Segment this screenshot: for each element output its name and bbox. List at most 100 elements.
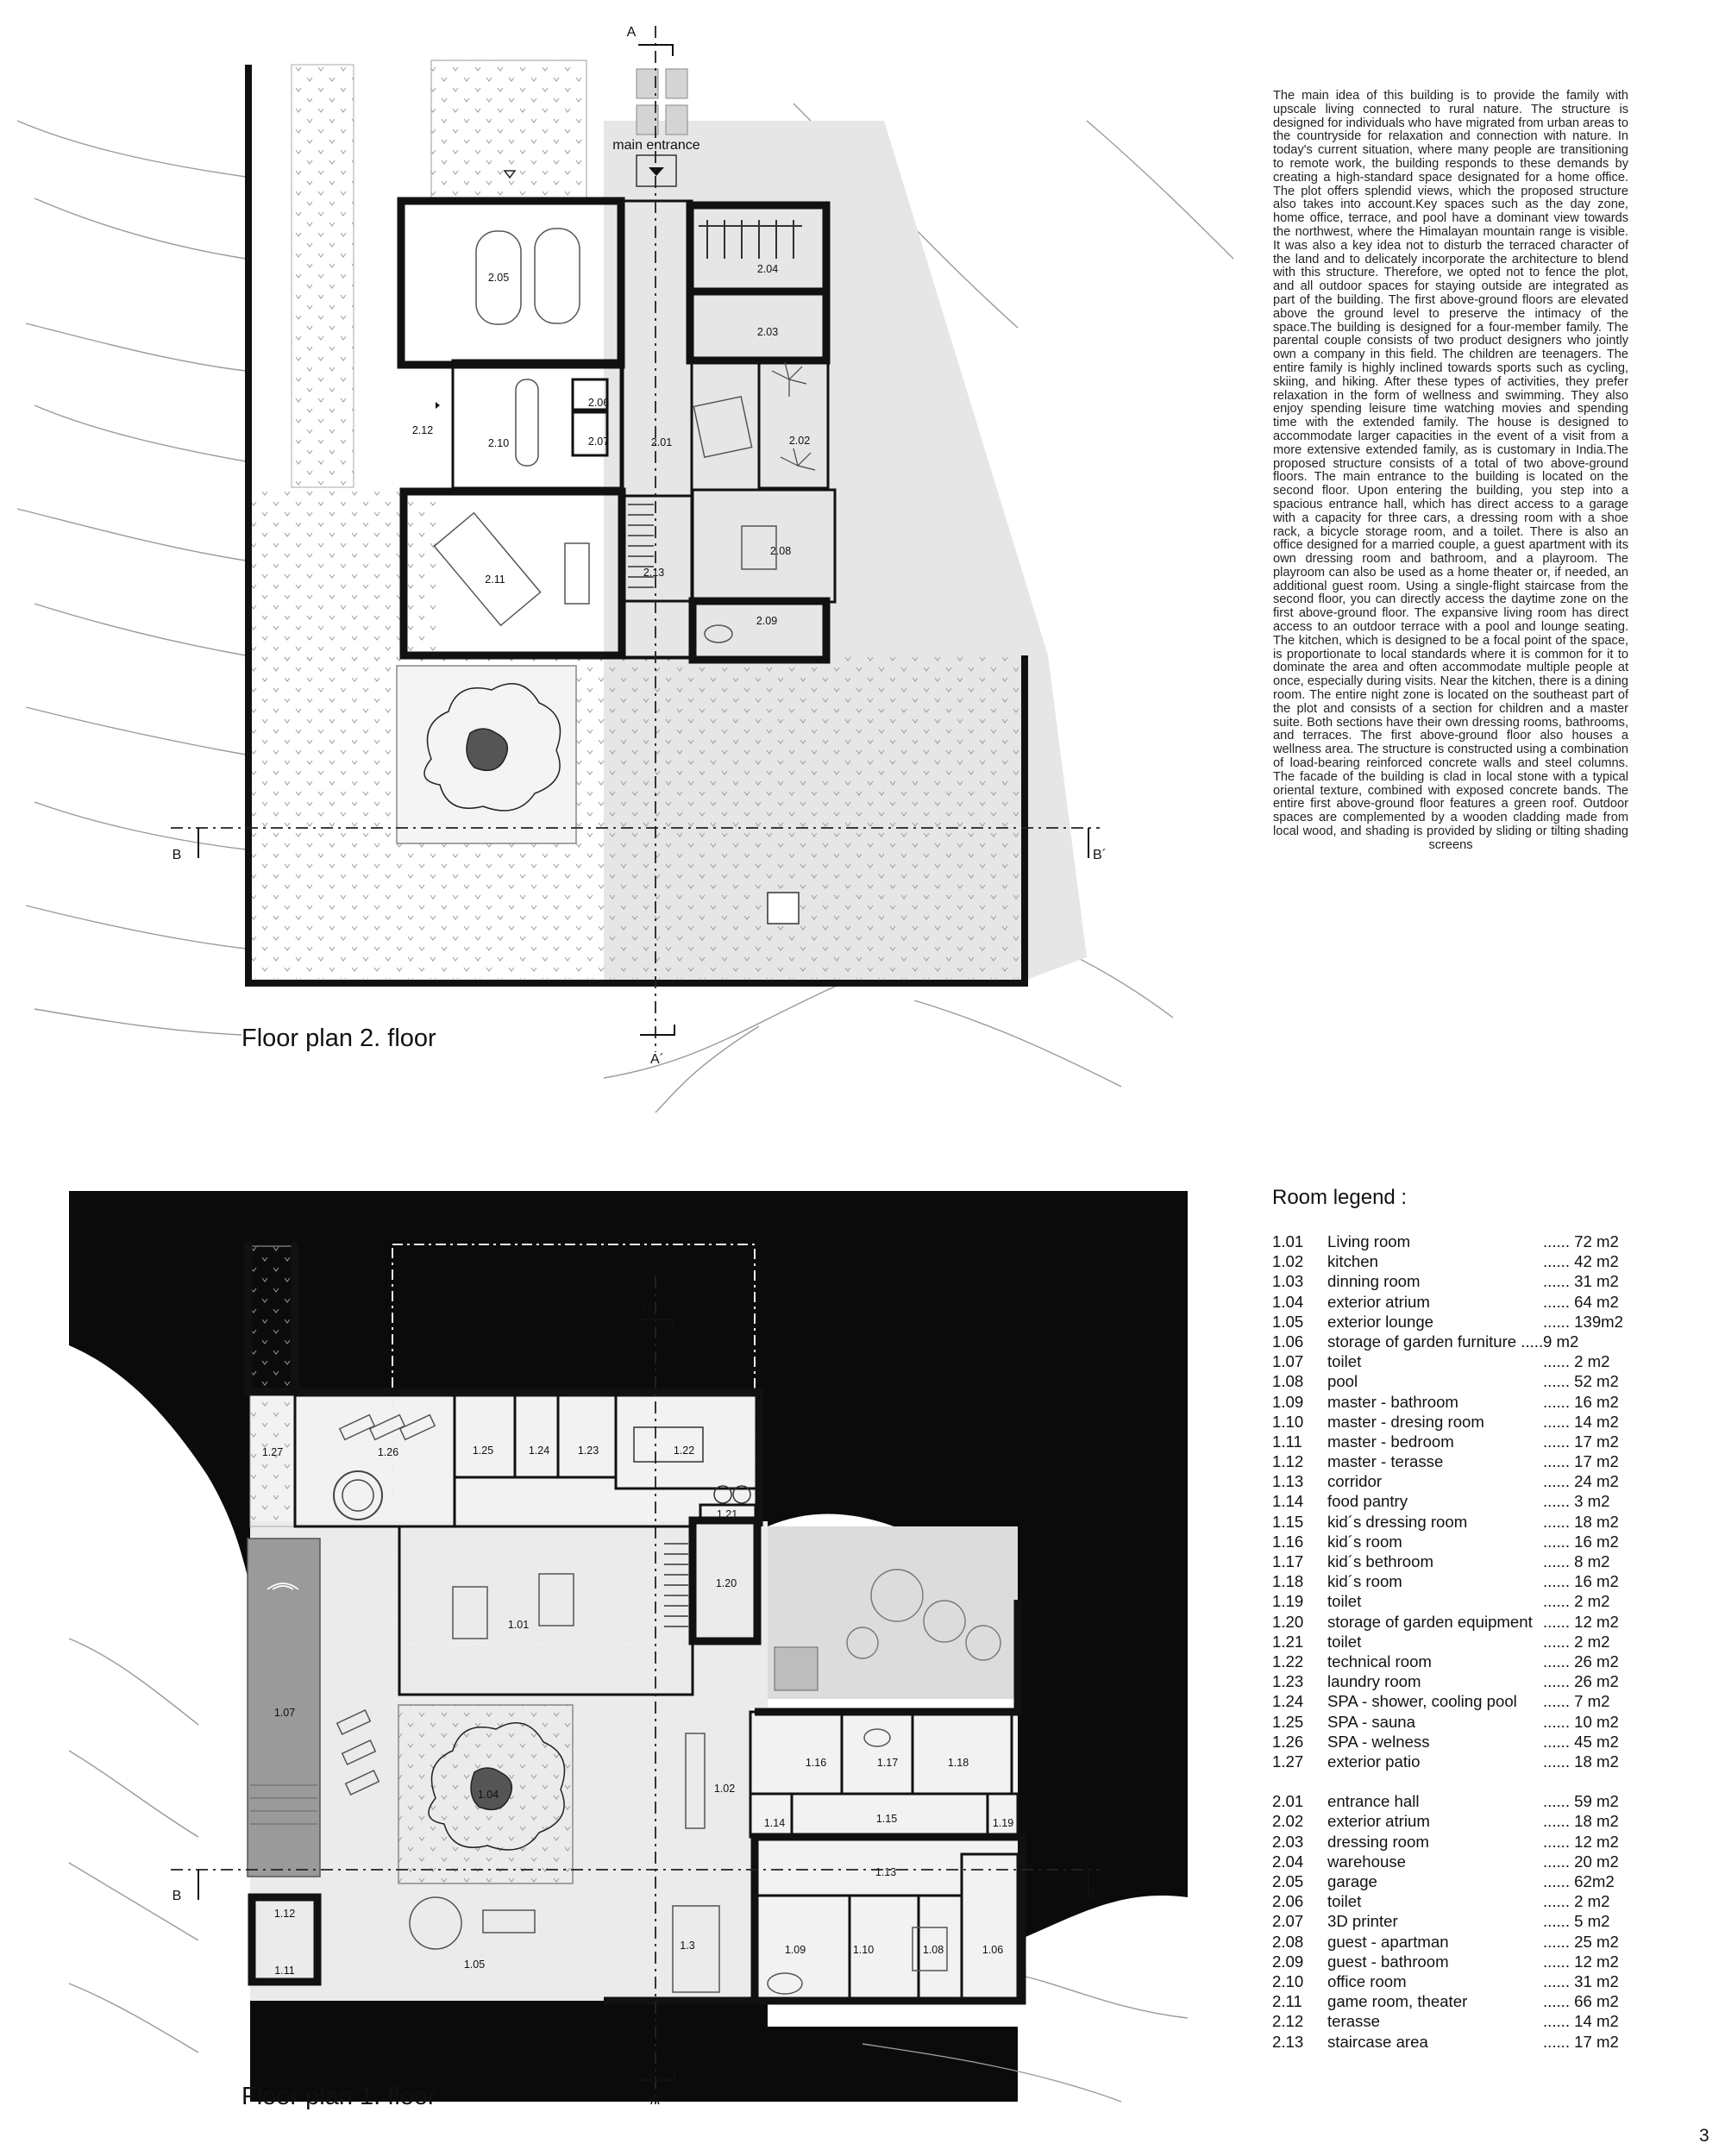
- legend-no: 1.09: [1272, 1392, 1304, 1411]
- entrance-steps: [636, 68, 688, 135]
- legend-name: kid´s dressing room: [1327, 1512, 1468, 1531]
- tree-icon: [428, 1722, 566, 1851]
- legend-name: SPA - sauna: [1327, 1712, 1415, 1731]
- section-label-a: A: [627, 25, 637, 40]
- terrace-212-area: [250, 487, 440, 660]
- room-label: 2.08: [770, 545, 791, 557]
- room-label: 2.13: [643, 567, 664, 579]
- legend-area: ...... 2 m2: [1543, 1352, 1610, 1371]
- room-label: 1.06: [982, 1944, 1003, 1956]
- room-label: 1.19: [993, 1817, 1013, 1829]
- plan-title-2nd-floor: Floor plan 2. floor: [242, 1025, 436, 1052]
- section-label-a: A: [643, 1300, 652, 1314]
- room-label: 2.09: [756, 615, 777, 627]
- legend-area: ...... 17 m2: [1543, 1432, 1619, 1451]
- garden-tree-icon: [846, 1569, 1001, 1661]
- legend-area: ...... 17 m2: [1543, 2032, 1619, 2051]
- legend-area: ...... 18 m2: [1543, 1752, 1619, 1771]
- room-label: 1.05: [464, 1959, 485, 1971]
- legend-area: ...... 139m2: [1543, 1312, 1624, 1331]
- legend-area: ...... 62m2: [1543, 1872, 1615, 1890]
- room-label: 1.22: [674, 1445, 694, 1457]
- plant-icon: [771, 361, 816, 471]
- room-label: 1.20: [716, 1577, 737, 1589]
- outdoor-sofa-icon: [482, 1909, 536, 1934]
- terrace-area-top: [250, 655, 1025, 979]
- legend-no: 1.17: [1272, 1552, 1304, 1570]
- section-label-b: B: [172, 848, 182, 862]
- lounger-icon: [338, 1413, 436, 1441]
- legend-area: ...... 12 m2: [1543, 1612, 1619, 1631]
- legend-area: ...... 12 m2: [1543, 1832, 1619, 1851]
- legend-area: ...... 18 m2: [1543, 1512, 1619, 1531]
- legend-area: ...... 59 m2: [1543, 1792, 1619, 1811]
- legend-name: SPA - shower, cooling pool: [1327, 1692, 1517, 1711]
- room-label: 1.01: [508, 1619, 529, 1631]
- room-label: 2.06: [588, 397, 609, 409]
- legend-name: kitchen: [1327, 1252, 1378, 1271]
- left-path-strip: [291, 64, 354, 488]
- room-label: 1.25: [473, 1445, 493, 1457]
- legend-no: 1.11: [1272, 1432, 1302, 1451]
- room-label: 2.12: [412, 424, 433, 436]
- entrance-label: main entrance: [612, 138, 699, 153]
- table-icon: [564, 542, 590, 605]
- plan-1st-floor: 1.27 1.26 1.25 1.24 1.23 1.22 1.21 1.20 …: [68, 1191, 1189, 2108]
- room-label: 1.18: [948, 1757, 969, 1769]
- legend-name: exterior lounge: [1327, 1312, 1434, 1331]
- room-label: 2.02: [789, 435, 810, 447]
- legend-no: 1.27: [1272, 1752, 1304, 1771]
- legend-name: guest - bathroom: [1327, 1952, 1449, 1971]
- legend-no: 1.08: [1272, 1372, 1304, 1391]
- legend-no: 2.08: [1272, 1932, 1304, 1951]
- room-label: 1.11: [274, 1965, 294, 1977]
- room-label: 1.23: [578, 1445, 599, 1457]
- legend-area: ...... 31 m2: [1543, 1272, 1619, 1291]
- legend-name: toilet: [1327, 1632, 1362, 1651]
- legend-area: ...... 3 m2: [1543, 1492, 1610, 1511]
- plan-title-1st-floor: Floor plan 1. floor: [242, 2083, 436, 2110]
- driveway-arrow-icon: [503, 170, 517, 179]
- legend-name: pool: [1327, 1372, 1358, 1391]
- legend-name: entrance hall: [1327, 1792, 1420, 1811]
- legend-area: ...... 24 m2: [1543, 1472, 1619, 1491]
- room-label: 2.03: [757, 326, 778, 338]
- legend-name: kid´s room: [1327, 1532, 1402, 1551]
- legend-no: 1.19: [1272, 1592, 1304, 1611]
- pool-jet-icon: [267, 1583, 299, 1590]
- upper-floor-outline: [392, 1244, 756, 1645]
- technical-unit-icon: [633, 1426, 704, 1463]
- sofa-icon: [452, 1573, 574, 1639]
- legend-name: toilet: [1327, 1592, 1362, 1611]
- room-label: 1.08: [923, 1944, 944, 1956]
- legend-name: toilet: [1327, 1352, 1362, 1371]
- bathtub-icon: [704, 624, 733, 643]
- room-label: 1.14: [764, 1817, 785, 1829]
- legend-no: 2.10: [1272, 1971, 1304, 1990]
- section-label-b-prime: B´: [1093, 848, 1107, 862]
- terrace-arrow-icon: [436, 402, 440, 409]
- legend-area: ...... 14 m2: [1543, 2012, 1619, 2031]
- legend-no: 1.12: [1272, 1452, 1304, 1471]
